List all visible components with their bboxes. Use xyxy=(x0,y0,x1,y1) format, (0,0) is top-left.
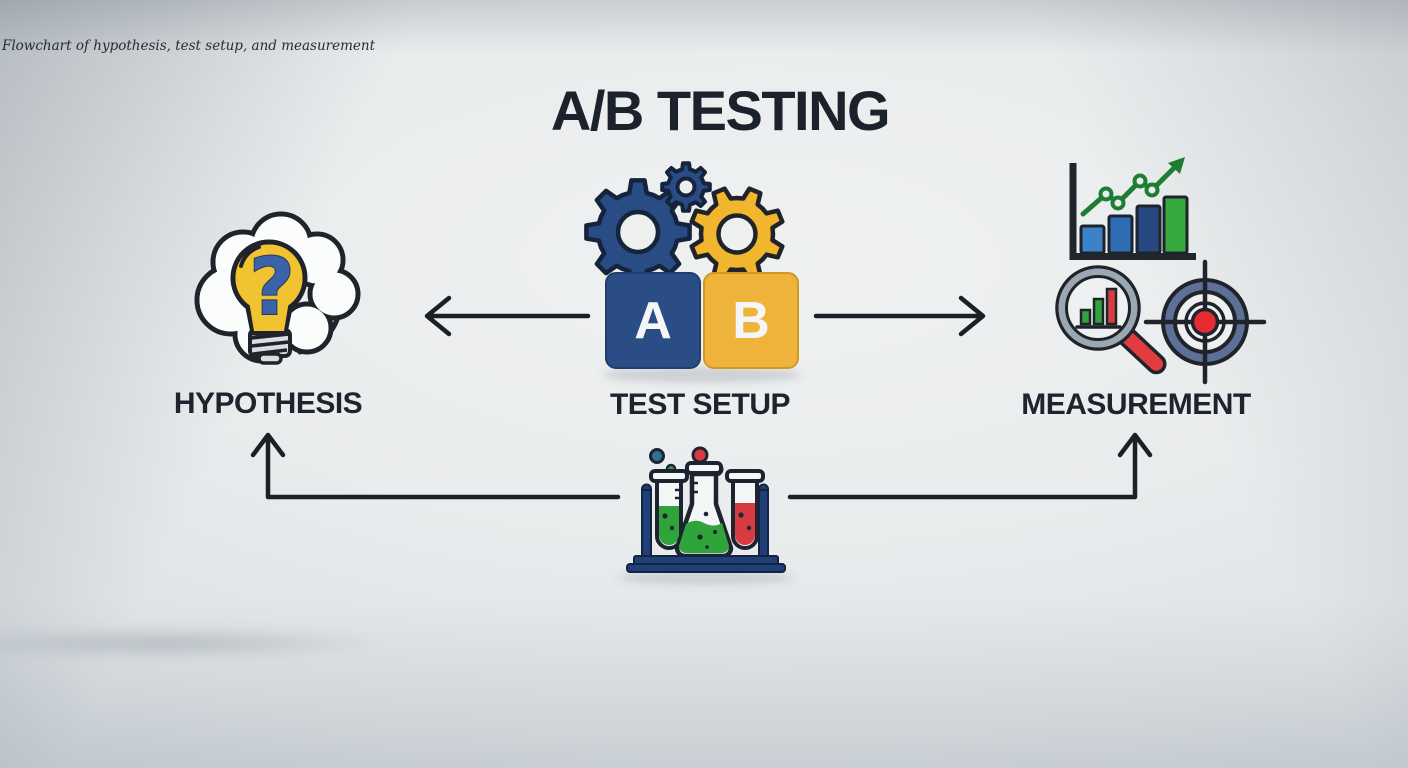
hypothesis-label: HYPOTHESIS xyxy=(173,387,363,420)
lab-flasks-icon xyxy=(626,446,786,573)
variant-b-block xyxy=(703,272,799,369)
arrow-testsetup-to-hypothesis xyxy=(424,295,591,337)
arrow-testsetup-to-measurement xyxy=(813,295,986,337)
ab-variant-blocks-icon xyxy=(605,272,799,369)
variant-b-letter: B xyxy=(732,292,770,350)
arrow-experiment-to-measurement xyxy=(787,432,1153,500)
test-setup-label: TEST SETUP xyxy=(609,388,791,421)
question-mark: ? xyxy=(249,243,294,333)
connector-arrows xyxy=(250,295,1153,500)
page-title: A/B TESTING xyxy=(550,79,891,142)
trend-arrowhead xyxy=(1168,157,1185,174)
chart-bar-4 xyxy=(1162,195,1189,255)
chart-bar-3 xyxy=(1135,204,1162,255)
variant-a-block xyxy=(605,272,701,369)
gear-small-blue xyxy=(660,161,712,213)
gear-large-blue xyxy=(584,178,692,286)
chart-bar-2 xyxy=(1107,214,1134,255)
test-tube-right xyxy=(725,469,765,550)
growth-bar-chart-icon xyxy=(1069,157,1196,260)
thought-cloud-lightbulb-question-icon: ? xyxy=(194,211,361,365)
flask-shadow xyxy=(618,571,794,585)
gears-icon xyxy=(584,161,785,286)
chart-axes xyxy=(1069,163,1196,260)
trend-points xyxy=(1098,173,1160,211)
magnifier-mini-chart xyxy=(1075,287,1122,329)
chart-bar-1 xyxy=(1079,224,1106,255)
lightbulb-icon: ? xyxy=(230,239,308,365)
target-icon xyxy=(1143,259,1267,385)
magnifier-analytics-icon xyxy=(1055,265,1167,375)
gear-yellow xyxy=(689,186,785,282)
lab-stand-base xyxy=(626,555,786,573)
image-caption: Flowchart of hypothesis, test setup, and… xyxy=(2,38,376,54)
variant-a-letter: A xyxy=(634,292,672,350)
measurement-label: MEASUREMENT xyxy=(1021,388,1251,421)
bulb-shine-arc xyxy=(239,245,261,268)
arrow-experiment-to-hypothesis xyxy=(250,432,621,500)
target-bullseye xyxy=(1190,307,1220,337)
ab-blocks-shadow xyxy=(602,367,802,383)
test-tube-left xyxy=(649,469,689,550)
erlenmeyer-flask xyxy=(674,461,734,559)
